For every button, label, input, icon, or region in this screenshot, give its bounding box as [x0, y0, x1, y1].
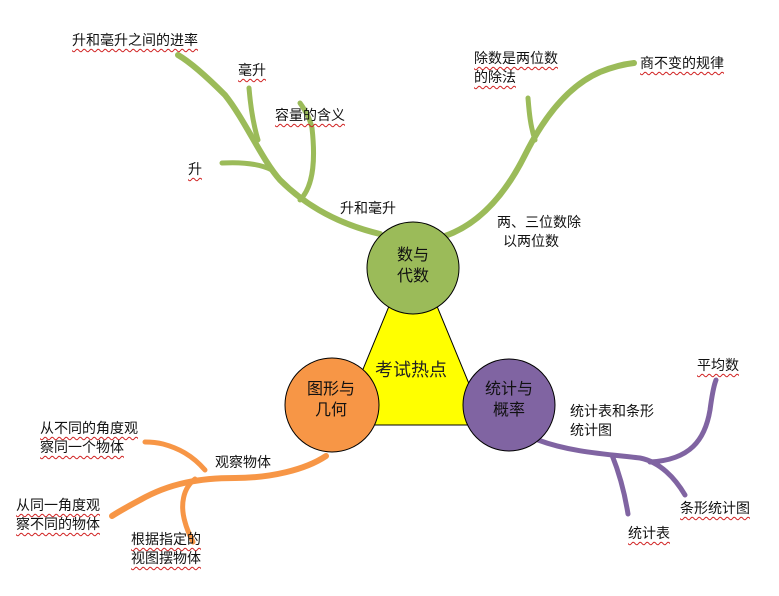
leaf-two-digit-line1: 除数是两位数 [474, 51, 558, 67]
branch-division-line2: 以两位数 [503, 234, 559, 250]
geometry-node[interactable] [284, 357, 380, 453]
leaf-diff-angles: 从不同的角度观 察同一个物体 [40, 420, 138, 458]
leaf-arrange: 根据指定的 视图摆物体 [131, 531, 201, 569]
branch-division-line1: 两、三位数除 [497, 215, 581, 231]
geometry-upper-branch [142, 439, 208, 473]
center-title: 考试热点 [375, 360, 447, 381]
leaf-two-digit: 除数是两位数 的除法 [474, 50, 558, 88]
branch-charts-line1: 统计表和条形 [570, 404, 654, 420]
leaf-liter: 升 [188, 162, 202, 178]
leaf-diff-angles-line2: 察同一个物体 [40, 440, 124, 456]
leaf-table: 统计表 [628, 526, 670, 542]
leaf-same-angle-line1: 从同一角度观 [16, 498, 100, 514]
branch-observe: 观察物体 [215, 455, 271, 471]
stats-table-branch [609, 452, 631, 517]
leaf-conversion: 升和毫升之间的进率 [72, 33, 198, 49]
algebra-node[interactable] [366, 221, 460, 315]
leaf-meaning: 容量的含义 [275, 108, 345, 124]
leaf-diff-angles-line1: 从不同的角度观 [40, 421, 138, 437]
stats-node-line2: 概率 [492, 400, 525, 419]
branch-charts-line2: 统计图 [570, 423, 612, 439]
geometry-node-label: 图形与 几何 [300, 378, 362, 420]
leaf-arrange-line2: 视图摆物体 [131, 551, 201, 567]
leaf-ml: 毫升 [238, 63, 266, 79]
leaf-bar-chart: 条形统计图 [680, 501, 750, 517]
algebra-two-digit-branch [525, 95, 538, 143]
algebra-liter-branch [219, 160, 275, 173]
leaf-same-angle-line2: 察不同的物体 [16, 517, 100, 533]
geometry-branches [109, 439, 329, 545]
leaf-average: 平均数 [697, 358, 739, 374]
algebra-right-trunk [442, 60, 637, 239]
algebra-ml-branch [246, 85, 261, 143]
stats-node-label: 统计与 概率 [478, 378, 540, 420]
stats-node[interactable] [462, 358, 556, 452]
branch-charts: 统计表和条形 统计图 [570, 403, 654, 441]
algebra-node-line1: 数与 [396, 245, 429, 264]
algebra-branches [175, 52, 637, 239]
stats-average-branch [647, 377, 719, 465]
branch-capacity: 升和毫升 [340, 201, 396, 217]
stats-node-line1: 统计与 [484, 379, 533, 398]
leaf-same-angle: 从同一角度观 察不同的物体 [16, 497, 100, 535]
center-triangle [339, 246, 487, 426]
leaf-two-digit-line2: 的除法 [474, 70, 516, 86]
stats-main-trunk [535, 437, 688, 498]
stats-branches [535, 377, 719, 517]
geometry-node-line2: 几何 [314, 400, 347, 419]
geometry-lower-branch [180, 476, 198, 545]
algebra-left-trunk [175, 52, 383, 237]
branch-division: 两、三位数除 以两位数 [497, 214, 581, 252]
algebra-node-label: 数与 代数 [383, 244, 443, 286]
leaf-quotient-rule: 商不变的规律 [640, 56, 724, 72]
geometry-node-line1: 图形与 [306, 379, 355, 398]
algebra-meaning-branch [297, 100, 317, 203]
leaf-arrange-line1: 根据指定的 [131, 532, 201, 548]
algebra-node-line2: 代数 [396, 266, 429, 285]
